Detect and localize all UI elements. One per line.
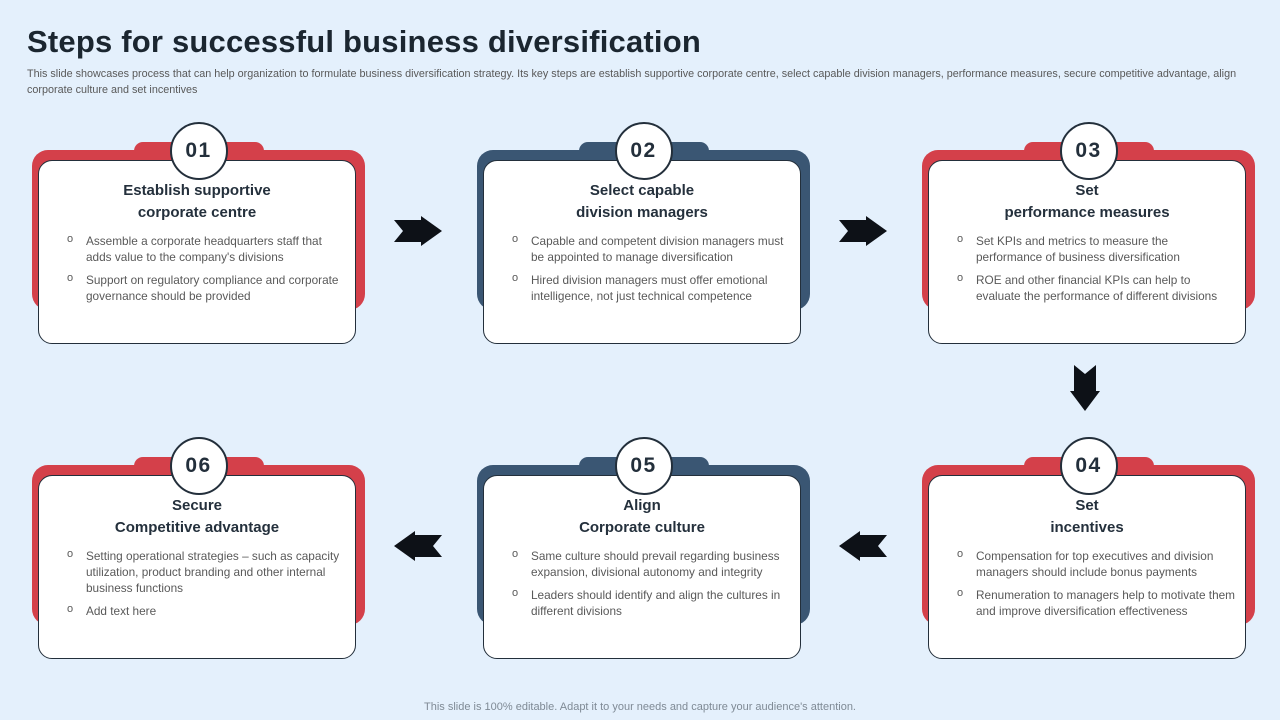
step-05-panel: Align Corporate culture Same culture sho… — [483, 475, 801, 659]
step-card-03: Set performance measures Set KPIs and me… — [922, 122, 1255, 344]
arrow-right-step2-step3-icon — [839, 216, 887, 246]
step-number-badge: 03 — [1059, 122, 1118, 180]
step-card-01: Establish supportive corporate centre As… — [32, 122, 365, 344]
arrow-left-step5-step6-icon — [394, 531, 442, 561]
step-06-panel: Secure Competitive advantage Setting ope… — [38, 475, 356, 659]
step-02-bullets: Capable and competent division managers … — [492, 231, 792, 304]
bullet-item: Support on regulatory compliance and cor… — [63, 271, 345, 304]
bullet-item: Capable and competent division managers … — [508, 231, 790, 265]
bullet-item: Set KPIs and metrics to measure the perf… — [953, 231, 1235, 265]
step-number-badge: 06 — [169, 437, 228, 495]
step-number-badge: 01 — [169, 122, 228, 180]
step-04-bullets: Compensation for top executives and divi… — [937, 546, 1237, 619]
step-card-05: Align Corporate culture Same culture sho… — [477, 437, 810, 659]
step-04-panel: Set incentives Compensation for top exec… — [928, 475, 1246, 659]
step-01-panel: Establish supportive corporate centre As… — [38, 160, 356, 344]
step-06-bullets: Setting operational strategies – such as… — [47, 546, 347, 619]
bullet-item: Same culture should prevail regarding bu… — [508, 546, 790, 580]
step-03-title: Set performance measures — [1004, 182, 1170, 221]
arrow-right-step1-step2-icon — [394, 216, 442, 246]
step-04-title: Set incentives — [1050, 497, 1124, 536]
bullet-item: Assemble a corporate headquarters staff … — [63, 231, 345, 265]
step-03-panel: Set performance measures Set KPIs and me… — [928, 160, 1246, 344]
step-03-bullets: Set KPIs and metrics to measure the perf… — [937, 231, 1237, 304]
editable-note: This slide is 100% editable. Adapt it to… — [424, 701, 856, 713]
bullet-item: ROE and other financial KPIs can help to… — [953, 271, 1235, 304]
bullet-item: Setting operational strategies – such as… — [63, 546, 345, 596]
slide-description: This slide showcases process that can he… — [27, 68, 1237, 96]
step-01-bullets: Assemble a corporate headquarters staff … — [47, 231, 347, 304]
bullet-item: Hired division managers must offer emoti… — [508, 271, 790, 304]
step-06-title: Secure Competitive advantage — [114, 497, 280, 536]
step-card-02: Select capable division managers Capable… — [477, 122, 810, 344]
step-card-06: Secure Competitive advantage Setting ope… — [32, 437, 365, 659]
step-02-panel: Select capable division managers Capable… — [483, 160, 801, 344]
step-02-title: Select capable division managers — [576, 182, 708, 221]
step-05-bullets: Same culture should prevail regarding bu… — [492, 546, 792, 619]
step-card-04: Set incentives Compensation for top exec… — [922, 437, 1255, 659]
bullet-item: Add text here — [63, 602, 345, 619]
step-number-badge: 05 — [614, 437, 673, 495]
bullet-item: Renumeration to managers help to motivat… — [953, 586, 1235, 619]
step-number-badge: 02 — [614, 122, 673, 180]
bullet-item: Compensation for top executives and divi… — [953, 546, 1235, 580]
arrow-down-step3-step4-icon — [1070, 365, 1100, 411]
step-number-badge: 04 — [1059, 437, 1118, 495]
step-05-title: Align Corporate culture — [579, 497, 705, 536]
page-title: Steps for successful business diversific… — [27, 24, 702, 59]
bullet-item: Leaders should identify and align the cu… — [508, 586, 790, 619]
step-01-title: Establish supportive corporate centre — [123, 182, 271, 221]
arrow-left-step4-step5-icon — [839, 531, 887, 561]
